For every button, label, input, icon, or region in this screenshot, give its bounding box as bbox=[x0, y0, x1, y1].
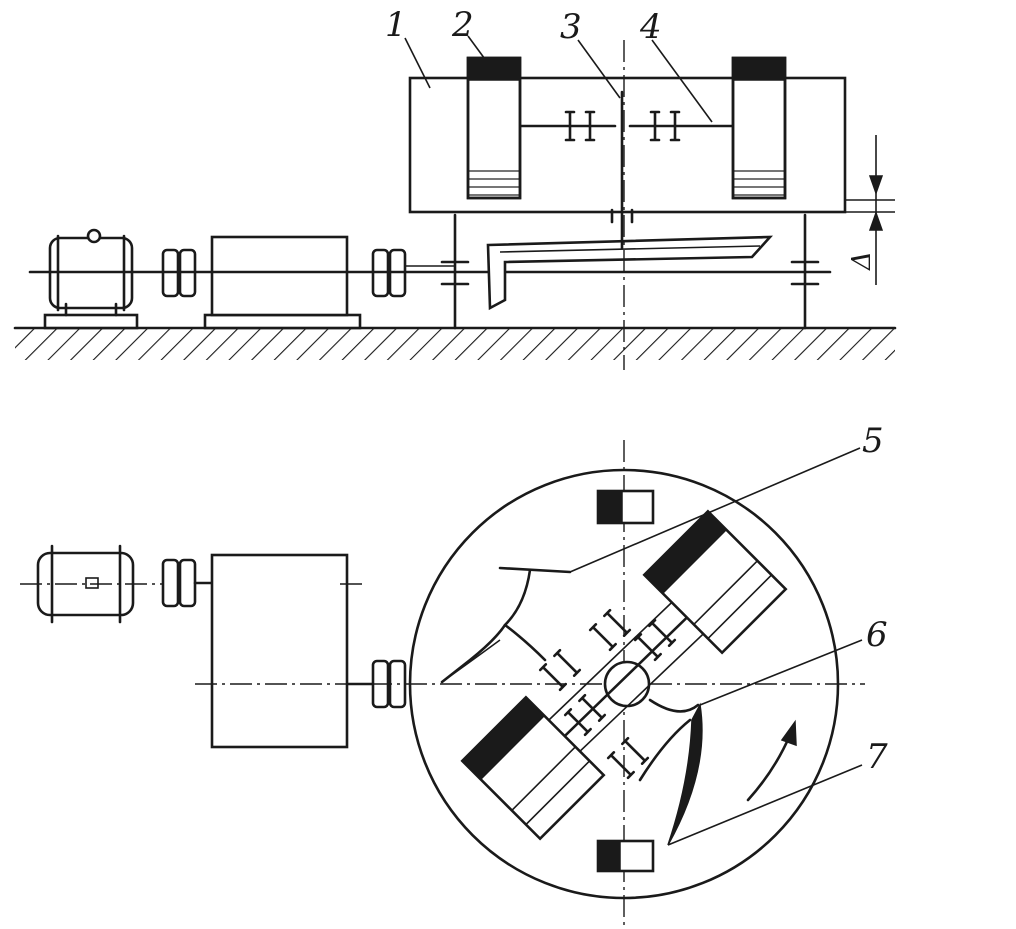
scraper-pad-top bbox=[596, 489, 655, 525]
roller-axle-plan bbox=[538, 598, 707, 762]
center-shaft bbox=[610, 90, 634, 250]
shaft-support-right bbox=[790, 213, 820, 330]
callout-1: 1 bbox=[385, 5, 431, 89]
central-hub bbox=[603, 660, 651, 708]
label-4: 4 bbox=[639, 7, 662, 47]
roller-right bbox=[731, 56, 787, 200]
floor bbox=[13, 326, 897, 360]
rotation-arrow bbox=[746, 719, 797, 802]
roller-left bbox=[466, 56, 522, 200]
label-2: 2 bbox=[451, 5, 474, 45]
scraper-pad-bottom bbox=[596, 839, 655, 873]
callout-3: 3 bbox=[560, 7, 621, 99]
reducer bbox=[203, 235, 362, 330]
plan-view: 5 6 7 bbox=[20, 421, 888, 925]
label-5: 5 bbox=[862, 421, 884, 461]
shaft-support-left bbox=[440, 213, 470, 330]
callout-7: 7 bbox=[667, 737, 888, 846]
reducer-plan bbox=[210, 553, 365, 749]
bevel-gear bbox=[486, 235, 773, 311]
label-1: 1 bbox=[385, 5, 407, 45]
callout-6: 6 bbox=[699, 615, 888, 706]
label-6: 6 bbox=[866, 615, 888, 655]
motor-plan bbox=[20, 544, 162, 624]
gap-dimension: Δ bbox=[838, 135, 895, 285]
callout-4: 4 bbox=[639, 7, 713, 123]
gap-dimension-label: Δ bbox=[847, 251, 877, 271]
scraper-arm-upper bbox=[440, 566, 572, 684]
label-3: 3 bbox=[560, 7, 582, 47]
callout-5: 5 bbox=[569, 421, 884, 573]
roller-plan-upper bbox=[642, 509, 788, 655]
callout-2: 2 bbox=[451, 5, 491, 67]
elevation-view: Δ 1 2 3 4 bbox=[13, 5, 897, 370]
coupling-plan-1 bbox=[161, 558, 214, 608]
motor bbox=[43, 228, 139, 330]
scraper-arm-lower bbox=[638, 698, 703, 846]
label-7: 7 bbox=[866, 737, 888, 777]
